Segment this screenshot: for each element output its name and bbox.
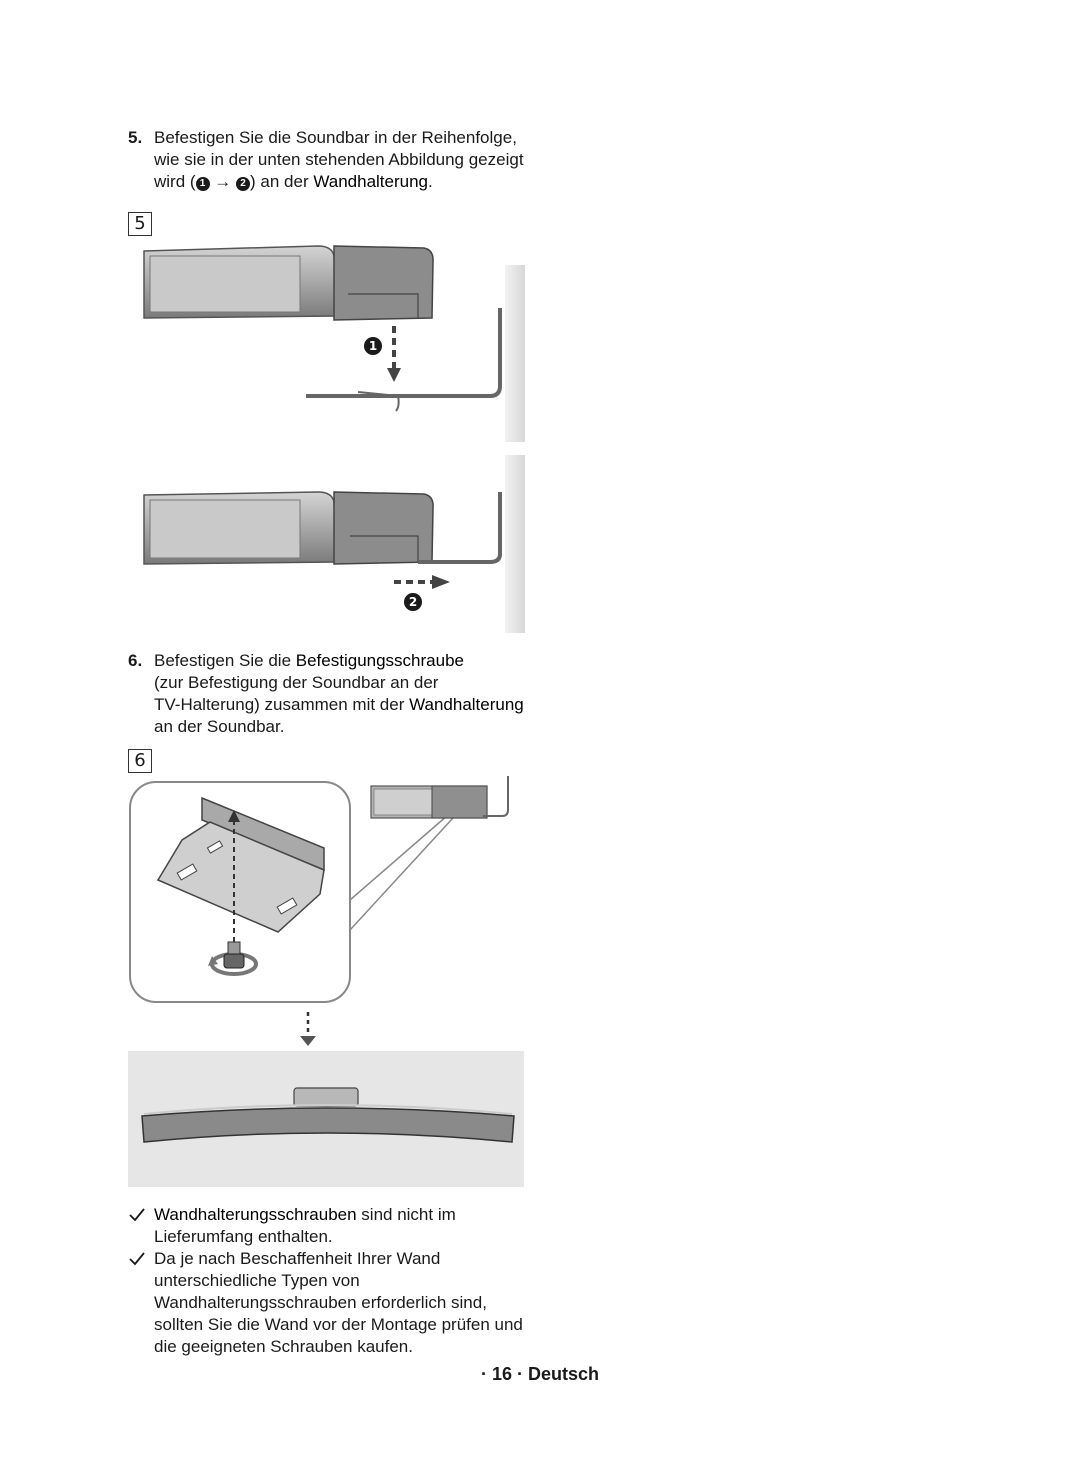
text: . (428, 172, 433, 191)
step-6-line-2: (zur Befestigung der Soundbar an der (154, 673, 439, 692)
figure-5-illustration: 1 2 (143, 245, 525, 633)
text: Befestigen Sie die (154, 651, 296, 670)
callout-badge-2: 2 (236, 177, 251, 191)
bracket-lower (418, 492, 502, 564)
step-5-text: Befestigen Sie die Soundbar in der Reihe… (128, 127, 528, 193)
note-1-line-2: Lieferumfang enthalten. (154, 1227, 333, 1246)
note-1: Wandhalterungsschrauben sind nicht im Li… (128, 1204, 538, 1248)
note-2-line-1: Da je nach Beschaffenheit Ihrer Wand (154, 1249, 441, 1268)
step-5-line-2: wie sie in der unten stehenden Abbildung… (154, 150, 524, 169)
soundbar-lower (143, 491, 434, 565)
step-number: 6. (128, 651, 143, 670)
bracket-upper (306, 308, 502, 398)
term-wandhalterung: Wandhalterung (409, 695, 524, 714)
note-2-line-5: die geeigneten Schrauben kaufen. (154, 1337, 413, 1356)
step-6-line-4: an der Soundbar. (154, 717, 285, 736)
checkmark-icon (129, 1208, 145, 1222)
notes: Wandhalterungsschrauben sind nicht im Li… (128, 1204, 538, 1358)
term-wandhalterung: Wandhalterung (313, 172, 429, 191)
note-2-line-4: sollten Sie die Wand vor der Montage prü… (154, 1315, 523, 1334)
callout-2-number: 2 (409, 595, 417, 609)
wall-lower (505, 455, 525, 633)
step-5: 5. Befestigen Sie die Soundbar in der Re… (128, 127, 528, 193)
callout-1-number: 1 (369, 339, 377, 353)
note-2-line-2: unterschiedliche Typen von (154, 1271, 360, 1290)
step-6-line-1: Befestigen Sie die Befestigungsschraube (154, 650, 528, 672)
arrow-glyph: → (214, 172, 232, 191)
text: TV-Halterung) zusammen mit der (154, 695, 410, 714)
text: sind nicht im (356, 1205, 456, 1224)
note-2-line-3: Wandhalterungsschrauben erforderlich sin… (154, 1293, 487, 1312)
text: ) an der (250, 172, 314, 191)
step-5-line-1: Befestigen Sie die Soundbar in der Reihe… (154, 128, 517, 147)
text: wird ( (154, 172, 196, 191)
curved-soundbar (141, 1087, 515, 1143)
step-5-line-3: wird (1 → 2) an der Wandhalterung. (154, 171, 528, 193)
checkmark-icon (129, 1252, 145, 1266)
figure-6-illustration (128, 776, 524, 1187)
soundbar-small (370, 776, 509, 819)
wall-upper (505, 265, 525, 442)
step-number: 5. (128, 128, 143, 147)
screw-icon (208, 941, 258, 976)
callout-2: 2 (404, 593, 422, 611)
figure-5-label: 5 (128, 212, 152, 236)
callout-badge-1: 1 (195, 177, 210, 191)
callout-1: 1 (364, 337, 382, 355)
term-wandhalterungsschrauben: Wandhalterungsschrauben (154, 1205, 357, 1224)
step-6-text: Befestigen Sie die Befestigungsschraube … (128, 650, 528, 738)
step-6-line-3: TV-Halterung) zusammen mit der Wandhalte… (154, 694, 528, 716)
step-6: 6. Befestigen Sie die Befestigungsschrau… (128, 650, 528, 738)
figure-6-label: 6 (128, 749, 152, 773)
term-befestigungsschraube: Befestigungsschraube (295, 651, 464, 670)
soundbar-upper (143, 245, 434, 321)
page-footer: · 16 · Deutsch (481, 1364, 600, 1384)
note-2: Da je nach Beschaffenheit Ihrer Wand unt… (128, 1248, 538, 1358)
